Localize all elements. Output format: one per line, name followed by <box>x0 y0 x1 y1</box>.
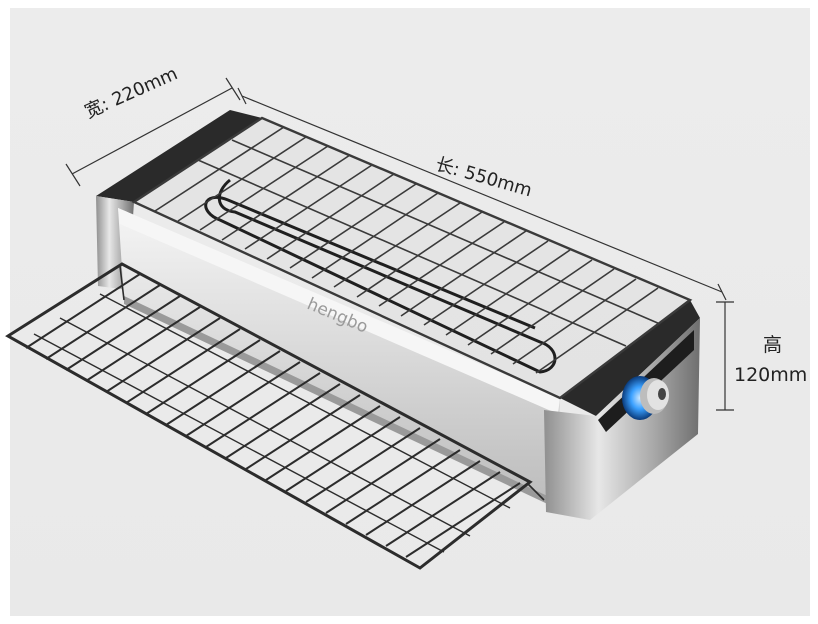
length-dimension-line <box>237 87 727 301</box>
front-extension-rack <box>5 262 545 570</box>
temperature-knob <box>622 376 669 420</box>
height-dimension-value: 120mm <box>734 364 808 386</box>
width-dimension-line <box>65 77 241 187</box>
height-dimension-label: 高 <box>763 334 783 356</box>
grill-body <box>96 110 700 520</box>
height-dimension-line <box>716 301 734 411</box>
top-grill-rack <box>131 116 693 400</box>
